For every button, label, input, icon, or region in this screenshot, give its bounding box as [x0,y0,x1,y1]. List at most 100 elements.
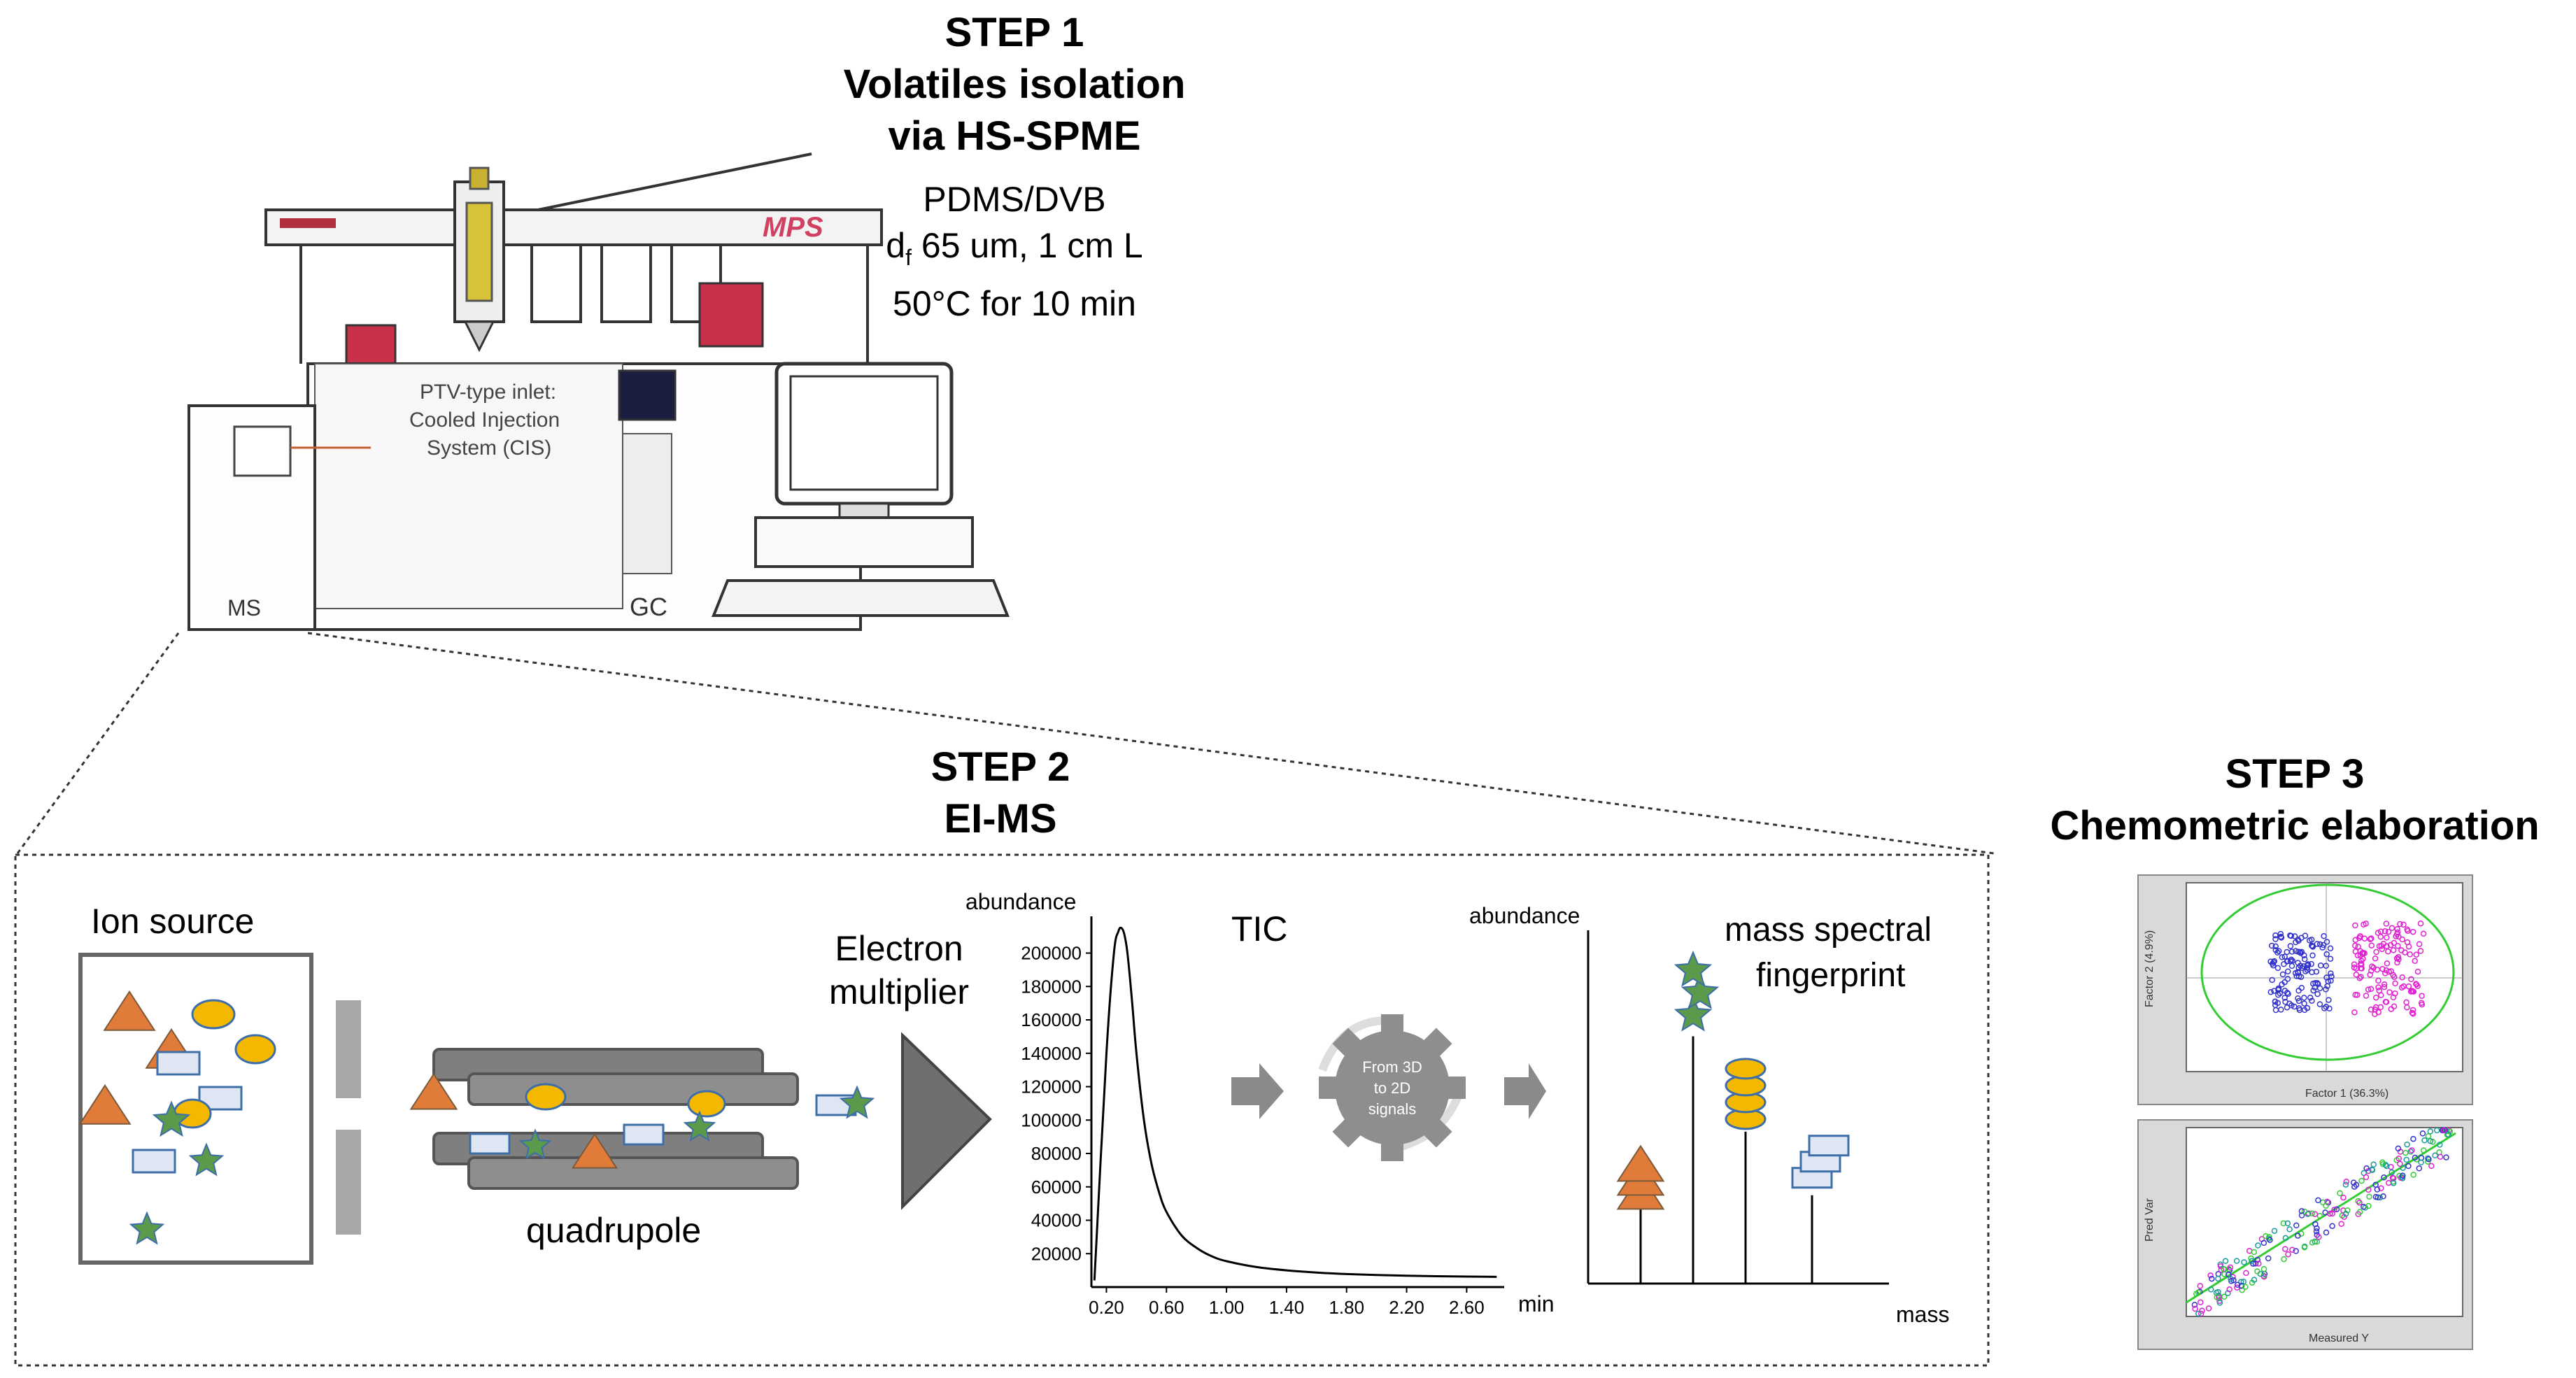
pca-point-blue [2277,930,2284,937]
pls-point [2400,1165,2406,1171]
pca-point-magenta [2416,941,2423,947]
em-label-2: multiplier [829,972,970,1011]
pca-point-magenta [2378,992,2384,999]
pca-point-blue [2298,985,2305,991]
pca-point-magenta [2369,963,2375,969]
pls-point [2333,1206,2340,1213]
pca-point-magenta [2384,935,2390,941]
pca-point-magenta [2390,994,2397,1001]
pca-point-blue [2288,932,2295,939]
pca-point-blue [2296,1007,2303,1014]
fingerprint-label-1: mass spectral [1725,911,1932,949]
pca-point-blue [2304,967,2311,973]
pls-point [2314,1225,2320,1232]
pls-point [2230,1277,2237,1284]
pca-point-magenta [2356,975,2363,981]
pca-point-magenta [2372,955,2379,962]
pls-point [2380,1193,2386,1200]
pls-ylabel: Pred Var [2144,1198,2156,1242]
pca-point-magenta [2407,951,2413,958]
pls-regression-plot: Measured Y Pred Var [2137,1119,2473,1350]
ion-source-chamber [78,953,313,1265]
pca-point-magenta [2375,977,2382,984]
fragment-rect [156,1051,201,1076]
tic-y-tick-label: 160000 [1021,1009,1082,1030]
step1-subtitle-2: via HS-SPME [888,113,1141,159]
pca-point-blue [2305,961,2312,967]
pca-point-blue [2321,932,2327,939]
autosampler-rail: MPS [264,208,883,364]
pca-point-magenta [2375,984,2382,990]
fragment-ellipse [191,999,236,1030]
pls-point [2389,1169,2395,1176]
pls-point [2281,1256,2287,1263]
pca-point-magenta [2384,960,2391,967]
pls-point [2280,1220,2287,1227]
pls-point [2238,1282,2245,1289]
tic-y-tick-label: 80000 [1031,1143,1082,1164]
fragment-star [518,1128,552,1160]
pls-point [2298,1208,2305,1214]
quadrupole-assembly [409,1048,875,1190]
pca-ylabel: Factor 2 (4.9%) [2144,930,2156,1007]
pca-point-magenta [2351,1009,2358,1016]
pca-point-magenta [2360,950,2367,956]
pls-point [2384,1163,2390,1170]
pls-point [2396,1172,2402,1179]
pls-point [2228,1276,2234,1282]
pca-point-magenta [2400,983,2407,990]
pca-point-blue [2295,960,2301,966]
pca-point-blue [2301,1000,2307,1007]
pca-point-magenta [2394,959,2400,966]
pca-point-blue [2279,971,2286,978]
pls-point [2198,1310,2205,1317]
pls-point [2338,1221,2344,1227]
pca-point-magenta [2404,939,2411,946]
pca-point-blue [2281,979,2288,986]
pls-point [2381,1174,2387,1181]
arrow-right-icon-2 [1504,1063,1546,1119]
pca-point-blue [2309,942,2315,949]
pca-point-blue [2291,1003,2298,1010]
spectrum-ylabel: abundance [1469,903,1580,928]
pca-point-blue [2327,945,2334,952]
pls-point [2341,1214,2347,1221]
pls-point [2390,1180,2397,1186]
pls-point [2329,1223,2335,1229]
pls-point [2225,1271,2232,1278]
tic-series-line [1093,926,1497,1281]
gc-oven: PTV-type inlet: Cooled Injection System … [306,362,862,631]
tic-y-tick-label: 140000 [1021,1043,1082,1064]
pca-point-magenta [2420,930,2427,937]
pca-point-magenta [2409,928,2416,935]
pls-point [2239,1286,2245,1293]
pls-point [2427,1138,2434,1144]
pca-point-blue [2326,997,2332,1003]
pca-point-magenta [2355,944,2361,950]
pls-point [2363,1174,2370,1181]
conversion-step: From 3D to 2D signals [1231,1014,1546,1161]
pca-point-magenta [2358,974,2364,980]
pca-point-magenta [2352,922,2358,929]
pls-point [2238,1279,2244,1285]
tic-y-tick-label: 100000 [1021,1109,1082,1130]
step2-heading: STEP 2 EI-MS [756,741,1245,845]
pls-point [2312,1211,2319,1217]
pca-point-blue [2288,949,2295,955]
pls-point [2256,1260,2262,1267]
pls-point [2319,1199,2326,1206]
pls-point [2323,1202,2329,1209]
pls-point [2267,1237,2273,1244]
pls-point [2207,1272,2214,1279]
pca-point-magenta [2368,1007,2375,1013]
pls-point [2344,1207,2351,1214]
pls-point [2316,1213,2323,1219]
inlet-label-2: Cooled Injection [409,409,560,432]
gear-icon: From 3D to 2D signals [1319,1014,1466,1161]
pls-point [2251,1277,2258,1283]
pls-point [2432,1152,2438,1159]
pls-point [2436,1142,2443,1148]
pls-point [2255,1242,2261,1249]
fragment-triangle [78,1084,132,1125]
pca-point-magenta [2378,943,2385,949]
